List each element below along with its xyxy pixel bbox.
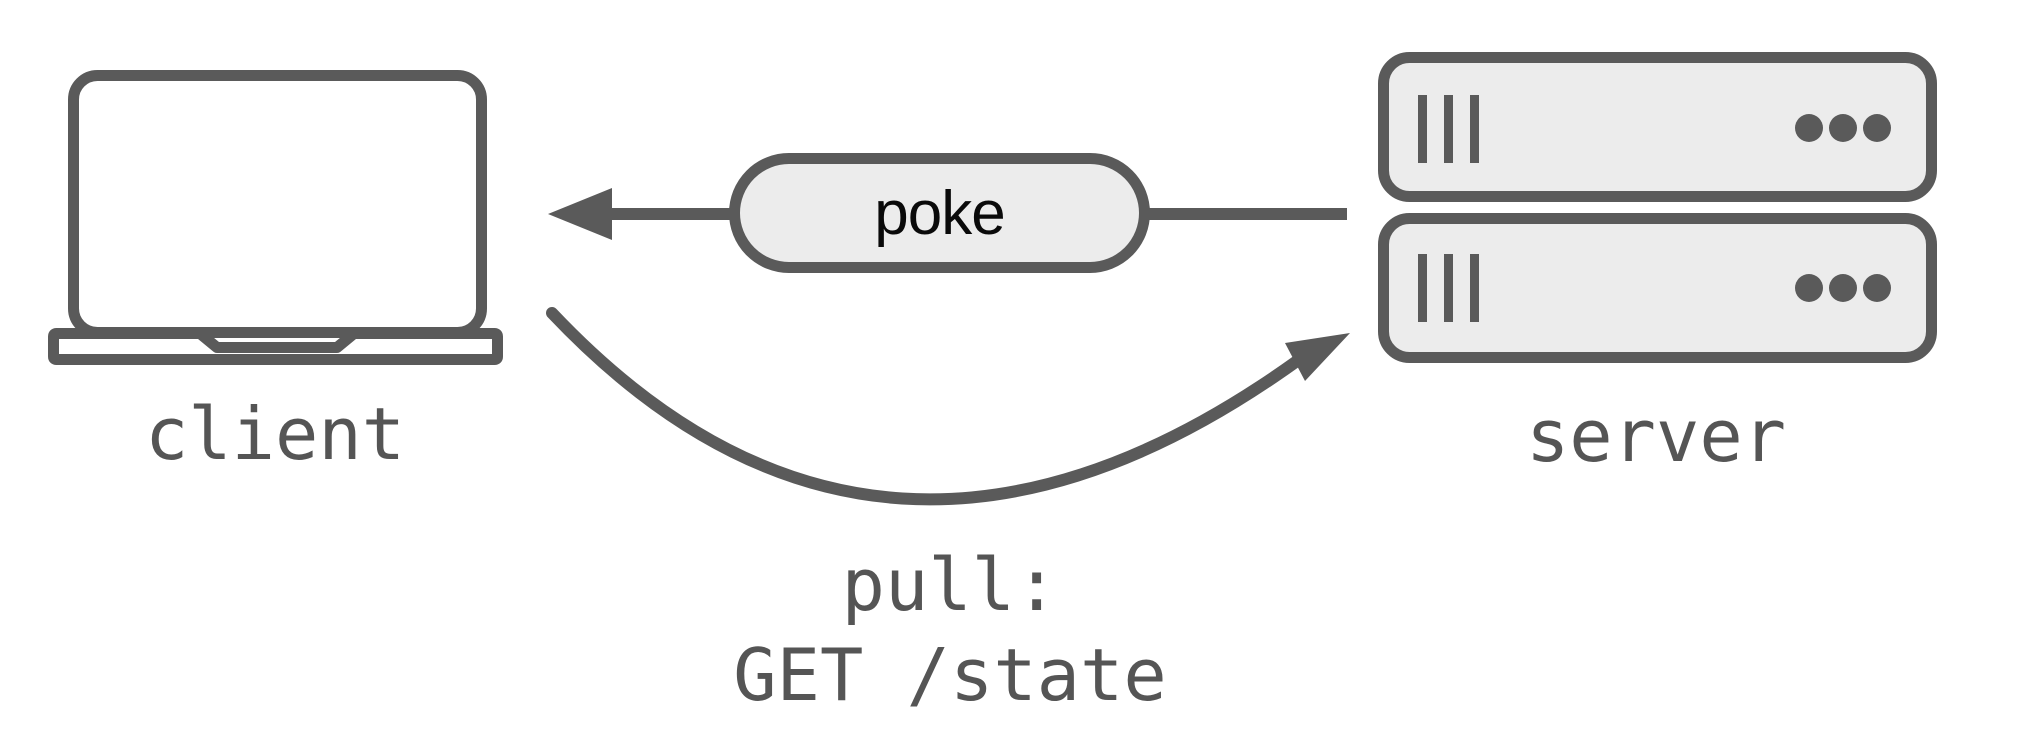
rack-unit-top <box>1378 52 1937 202</box>
rack-slot-lines-top <box>1418 95 1479 163</box>
rack-led-dots-bottom <box>1795 274 1891 302</box>
rack-slot-lines-bottom <box>1418 254 1479 322</box>
server-rack-icon <box>1378 52 1937 363</box>
pull-edge-label: pull: GET /state <box>650 540 1250 720</box>
rack-unit-bottom <box>1378 213 1937 363</box>
laptop-base <box>48 328 503 365</box>
pull-arrow-curve <box>546 307 1303 506</box>
poke-pill <box>729 153 1150 273</box>
client-node-label: client <box>144 392 406 476</box>
rack-led-dots-top <box>1795 114 1891 142</box>
pull-edge-label-line2: GET /state <box>733 633 1167 717</box>
poke-edge-label: poke <box>874 178 1005 248</box>
poke-arrowhead <box>548 188 612 240</box>
server-node-label: server <box>1525 394 1787 478</box>
pull-arrowhead <box>1285 333 1350 381</box>
laptop-icon <box>48 70 503 365</box>
pull-edge-label-line1: pull: <box>841 543 1059 627</box>
pull-arrow <box>546 307 1350 506</box>
laptop-screen <box>68 70 487 338</box>
poke-arrow <box>548 153 1347 273</box>
